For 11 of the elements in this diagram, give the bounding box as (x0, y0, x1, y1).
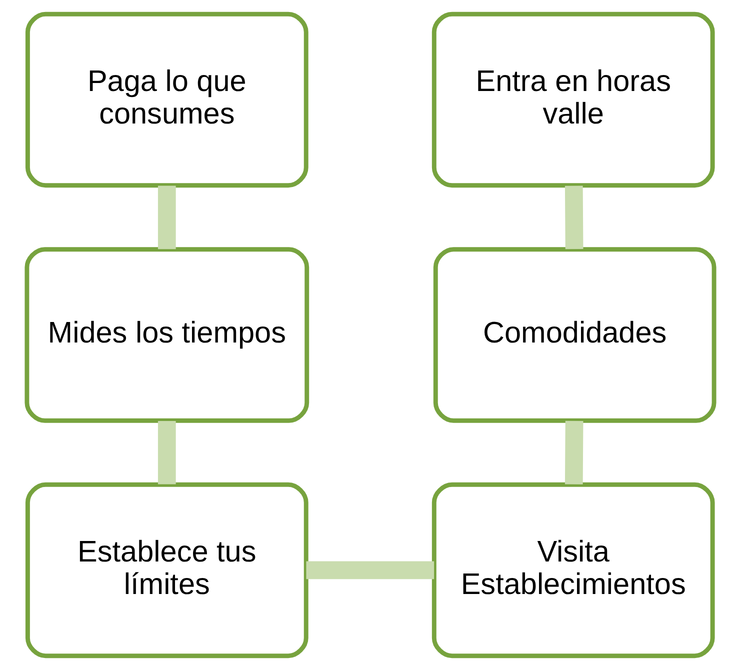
node-box: Paga lo que consumes (24, 12, 308, 188)
node-box: Visita Establecimientos (431, 482, 714, 658)
connector (306, 561, 434, 580)
node-box: Entra en horas valle (431, 12, 714, 188)
connector (157, 421, 176, 484)
connector (157, 186, 176, 250)
node-box: Establece tus límites (24, 482, 308, 658)
node-box: Comodidades (432, 247, 716, 423)
connector (564, 186, 583, 250)
node-box: Mides los tiempos (24, 247, 309, 423)
connector (564, 420, 583, 484)
